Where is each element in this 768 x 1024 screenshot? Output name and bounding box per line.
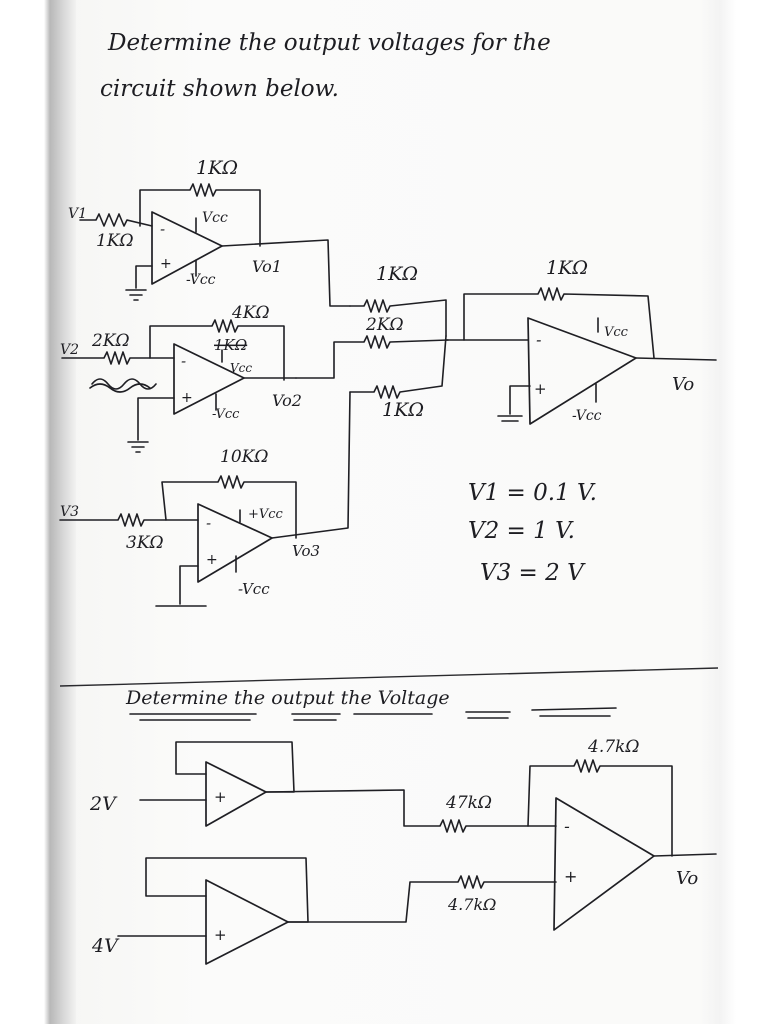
- section-separator: [59, 667, 719, 687]
- buffer-a-plus: +: [214, 788, 227, 806]
- in-a-label: 2V: [89, 793, 118, 815]
- vcc-pos-3: +Vcc: [248, 507, 284, 522]
- r2-input-label: 2KΩ: [91, 331, 130, 351]
- difference-amp-triangle: [553, 797, 655, 931]
- difference-amp-circuit: - + 4.7kΩ Vo: [527, 737, 717, 931]
- given-v3: V3 = 2 V: [480, 560, 586, 586]
- r-f-label: 4.7kΩ: [587, 737, 639, 757]
- v1-label: V1: [68, 206, 87, 222]
- page-edge-shadow: [0, 0, 76, 1024]
- p2-vo-wire: [653, 853, 717, 857]
- ground-1: [125, 265, 153, 301]
- buffer-a-feedback: [175, 741, 295, 793]
- r1-input-resistor: [79, 213, 153, 227]
- p1-title-line2: circuit shown below.: [100, 76, 339, 102]
- ground-2: [127, 397, 175, 453]
- buffer-b-triangle: [205, 879, 289, 965]
- given-values: V1 = 0.1 V. V2 = 1 V. V3 = 2 V: [468, 480, 597, 586]
- buffer-a-triangle: [205, 761, 267, 827]
- opamp-2-circuit: - + V2 2KΩ 4KΩ 1KΩ Vcc -Vcc Vo2: [60, 303, 302, 453]
- r2-input-resistor: [61, 351, 175, 365]
- v3-label: V3: [60, 504, 79, 520]
- opamp-2-triangle: [173, 343, 245, 415]
- vcc-neg-2: -Vcc: [212, 407, 240, 422]
- buffer-a-circuit: + 2V 47kΩ: [89, 741, 557, 833]
- vcc-pos-1: Vcc: [202, 210, 228, 226]
- summing-opamp-circuit: - + 1KΩ Vcc -Vcc Vo: [463, 257, 717, 425]
- svg-text:+: +: [181, 390, 193, 406]
- p2-title-underlines: [129, 707, 617, 721]
- p1-title-line1: Determine the output voltages for the: [107, 30, 551, 56]
- vo3-label: Vo3: [292, 542, 320, 560]
- p2-vo-label: Vo: [676, 868, 698, 889]
- buffer-b-plus: +: [214, 926, 227, 944]
- ground-3: [155, 565, 207, 607]
- rsf-resistor: [463, 287, 655, 359]
- svg-text:+: +: [160, 256, 172, 272]
- r3-feedback-resistor: [161, 475, 297, 539]
- vcc-pos-2: Vcc: [230, 361, 252, 375]
- in-b-label: 4V: [91, 935, 120, 957]
- summing-opamp-triangle: [527, 317, 637, 425]
- buffer-b-circuit: + 4V 4.7kΩ: [91, 857, 557, 965]
- r-in-b-label: 4.7kΩ: [447, 895, 496, 914]
- vo1-wire: [221, 239, 351, 307]
- r2-feedback-crossed-label: 1KΩ: [214, 336, 247, 354]
- p2-title: Determine the output the Voltage: [125, 687, 450, 709]
- svg-text:-: -: [536, 331, 541, 349]
- rs3-label: 1KΩ: [382, 399, 424, 421]
- summing-network: 1KΩ 2KΩ 1KΩ: [295, 263, 529, 421]
- r2-feedback-resistor: [149, 319, 285, 381]
- vo-wire: [635, 357, 717, 361]
- given-v2: V2 = 1 V.: [468, 518, 575, 544]
- r3-feedback-label: 10KΩ: [220, 447, 268, 467]
- difference-amp-plus: +: [564, 867, 577, 886]
- vcc-neg-s: -Vcc: [572, 408, 602, 424]
- vcc-neg-3: -Vcc: [238, 580, 270, 598]
- scribble: [91, 378, 157, 390]
- r-in-b-resistor: [287, 875, 557, 923]
- r-f-resistor: [527, 759, 673, 857]
- r1-feedback-label: 1KΩ: [196, 157, 238, 179]
- opamp-1-triangle: [151, 211, 223, 285]
- vo2-label: Vo2: [272, 391, 302, 410]
- rs2-resistor: [295, 335, 449, 379]
- rs3-resistor: [349, 335, 447, 399]
- vo3-wire: [271, 391, 351, 539]
- svg-text:-: -: [206, 516, 211, 532]
- svg-text:-: -: [181, 354, 186, 370]
- vo-label: Vo: [672, 374, 694, 395]
- r3-input-label: 3KΩ: [126, 533, 164, 553]
- r-in-a-resistor: [265, 789, 557, 833]
- opamp-3-circuit: - + V3 3KΩ 10KΩ +Vcc -Vcc Vo3: [59, 391, 351, 607]
- rsf-label: 1KΩ: [546, 257, 588, 279]
- opamp-3-triangle: [197, 503, 273, 583]
- r2-feedback-label: 4KΩ: [231, 303, 270, 323]
- svg-text:-: -: [160, 222, 165, 238]
- rs1-label: 1KΩ: [376, 263, 418, 285]
- rs2-label: 2KΩ: [365, 315, 404, 335]
- vo1-label: Vo1: [252, 257, 282, 276]
- r1-feedback-resistor: [139, 183, 261, 247]
- opamp-1-circuit: - + V1 1KΩ 1KΩ Vcc -Vcc Vo1: [68, 157, 351, 307]
- r-in-a-label: 47kΩ: [445, 793, 492, 813]
- svg-text:+: +: [534, 380, 547, 398]
- rs1-resistor: [349, 299, 447, 337]
- given-v1: V1 = 0.1 V.: [468, 480, 597, 506]
- vcc-neg-1: -Vcc: [186, 272, 216, 288]
- r3-input-resistor: [59, 513, 199, 527]
- v2-label: V2: [60, 342, 79, 358]
- vcc-pos-s: Vcc: [604, 325, 629, 340]
- r1-input-label: 1KΩ: [96, 231, 134, 251]
- ground-s: [497, 385, 531, 422]
- difference-amp-minus: -: [564, 817, 570, 836]
- svg-text:+: +: [206, 552, 218, 568]
